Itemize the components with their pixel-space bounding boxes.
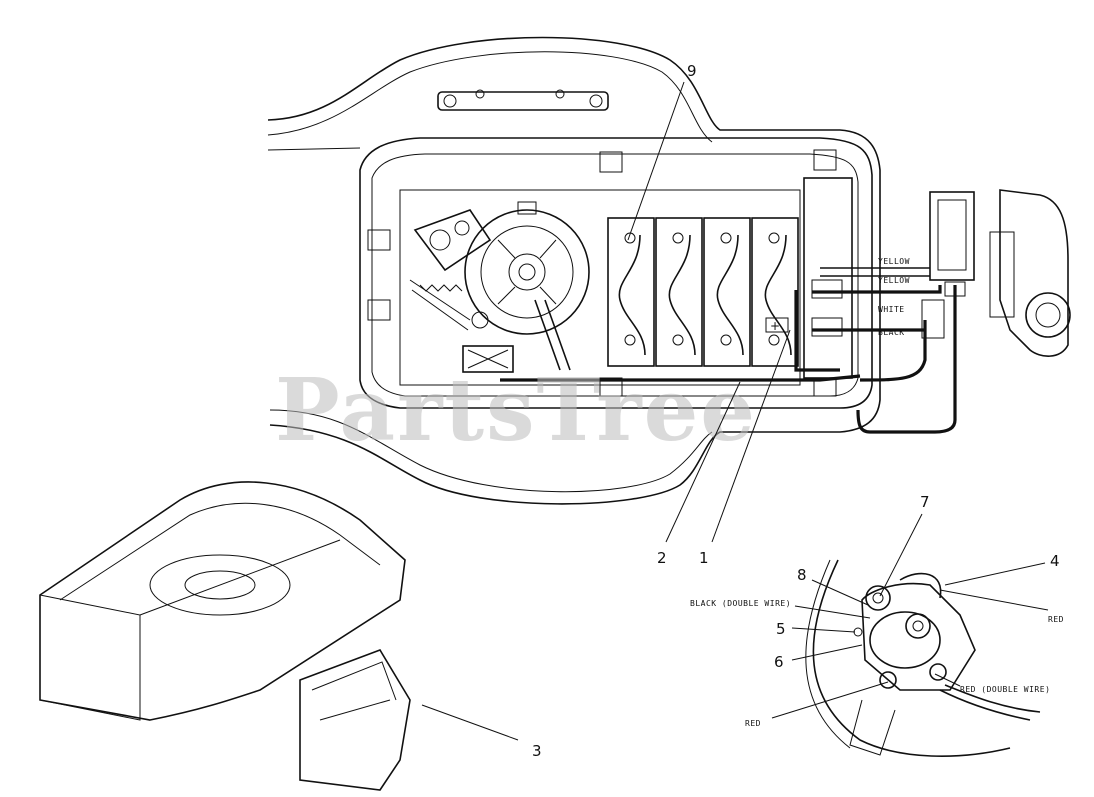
callout-4: 4 <box>1050 552 1060 570</box>
callout-7: 7 <box>920 493 930 511</box>
wire-label-yellow-top: YELLOW <box>878 257 910 266</box>
wire-label-black-double: BLACK (DOUBLE WIRE) <box>690 599 791 608</box>
callout-3: 3 <box>532 742 542 760</box>
callout-5: 5 <box>776 620 786 638</box>
mower-deck-iso-view <box>39 481 411 791</box>
svg-text:+: + <box>770 319 780 333</box>
mower-top-view: + YELLOW YELLOW WHITE BLACK <box>267 36 1071 505</box>
callout-2: 2 <box>657 549 667 567</box>
callouts: 9 2 1 3 7 4 8 5 6 <box>532 62 1060 760</box>
watermark: PartsTree <box>275 360 757 461</box>
callout-1: 1 <box>699 549 709 567</box>
wire-label-black: BLACK <box>878 328 905 337</box>
callout-8: 8 <box>797 566 807 584</box>
battery-pack: + <box>607 217 799 367</box>
callout-9: 9 <box>687 62 697 80</box>
wire-label-yellow-bottom: YELLOW <box>878 276 910 285</box>
wire-label-white: WHITE <box>878 305 905 314</box>
switch-detail-view: BLACK (DOUBLE WIRE) RED RED (DOUBLE WIRE… <box>690 513 1064 757</box>
wire-label-red-right: RED <box>1048 615 1064 624</box>
wire-label-red-double: RED (DOUBLE WIRE) <box>960 685 1050 694</box>
callout-6: 6 <box>774 653 784 671</box>
leader-lines <box>421 81 791 741</box>
wire-label-red-left: RED <box>745 719 761 728</box>
